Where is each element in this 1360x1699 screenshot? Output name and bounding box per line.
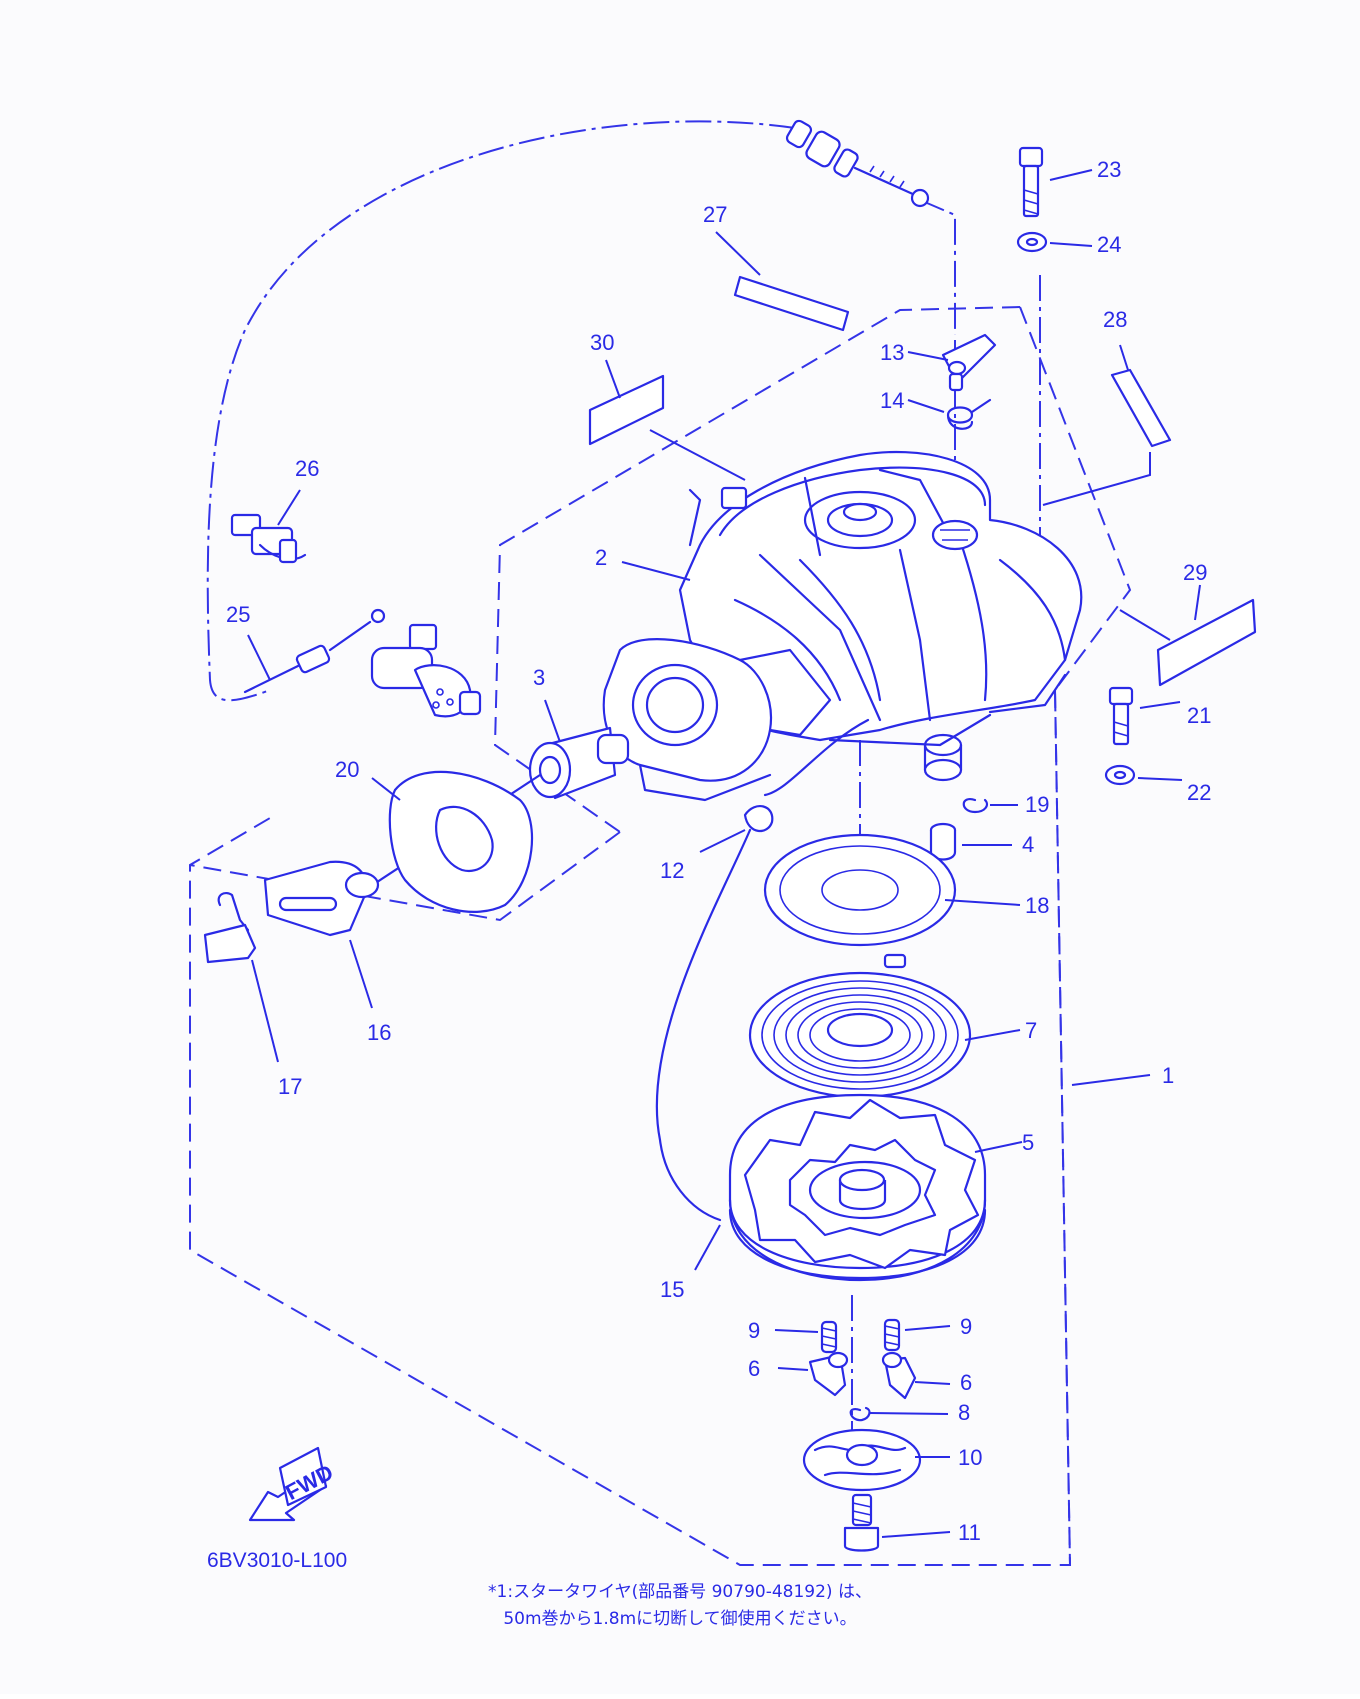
fwd-arrow-icon: FWD [248,1446,337,1522]
assembly-boundary [189,306,1132,1566]
screw-11 [843,1493,951,1552]
rope-clip-17 [203,891,279,1063]
label-11: 11 [958,1520,981,1545]
bolt-21 [1108,686,1181,746]
cable-route [206,120,796,702]
label-23: 23 [1097,157,1121,182]
label-1: 1 [1162,1063,1174,1088]
label-30: 30 [590,330,614,355]
plate-18 [763,833,1021,947]
cable-25 [243,608,386,694]
carburetor-link [370,623,482,718]
rope-guide-3 [528,699,630,800]
decal-28 [1042,344,1172,506]
label-17: 17 [278,1074,302,1099]
note-line-2: 50m巻から1.8mに切断して御使用ください。 [503,1609,857,1629]
label-9-left: 9 [748,1318,760,1343]
label-15: 15 [660,1277,684,1302]
collar-4 [929,822,1012,861]
label-7: 7 [1025,1018,1037,1043]
label-24: 24 [1097,232,1121,257]
label-12: 12 [660,858,684,883]
label-18: 18 [1025,893,1049,918]
bolt-23 [1018,146,1093,218]
spring-9-right [883,1318,951,1352]
label-4: 4 [1022,832,1034,857]
diagram-code: 6BV3010-L100 [207,1549,347,1572]
label-22: 22 [1187,780,1211,805]
drive-plate-10 [802,1428,950,1492]
decal-27 [715,231,850,332]
recoil-spring-7 [748,953,1021,1099]
label-5: 5 [1022,1130,1034,1155]
label-29: 29 [1183,560,1207,585]
housing-group-boundary [493,306,1021,833]
label-13: 13 [880,340,904,365]
clamp-26 [230,489,307,564]
starter-rope-12 [655,718,870,1222]
washer-22 [1104,764,1183,786]
circlip-19 [962,797,1018,814]
note-line-1: *1:スタータワイヤ(部品番号 90790-48192) は、 [488,1582,872,1602]
label-6-left: 6 [748,1356,760,1381]
label-2: 2 [595,545,607,570]
label-9-right: 9 [960,1314,972,1339]
label-10: 10 [958,1445,982,1470]
part-number-labels: 1 2 3 4 5 6 6 7 8 9 9 10 11 12 13 14 15 … [226,157,1211,1545]
label-21: 21 [1187,703,1211,728]
cable-end-assembly [785,119,930,208]
label-16: 16 [367,1020,391,1045]
label-8: 8 [958,1400,970,1425]
decal-29 [1119,584,1257,687]
label-25: 25 [226,602,250,627]
leader-1 [1071,1074,1151,1086]
label-28: 28 [1103,307,1127,332]
spring-14 [907,398,992,430]
label-27: 27 [703,202,727,227]
cam-lever-13 [907,333,997,392]
decal-30 [588,359,746,481]
clip-8 [849,1406,949,1422]
starter-handle-16 [263,860,380,1009]
sheave-drum-5 [694,1093,1023,1282]
washer-24 [1016,231,1093,253]
pawl-6-left [777,1351,849,1397]
starter-housing-2 [602,450,1083,802]
pawl-6-right [881,1351,951,1400]
label-14: 14 [880,388,904,413]
label-20: 20 [335,757,359,782]
spring-9-left [774,1320,838,1354]
grommet-20 [371,770,534,913]
label-26: 26 [295,456,319,481]
label-19: 19 [1025,792,1049,817]
label-3: 3 [533,665,545,690]
label-6-right: 6 [960,1370,972,1395]
